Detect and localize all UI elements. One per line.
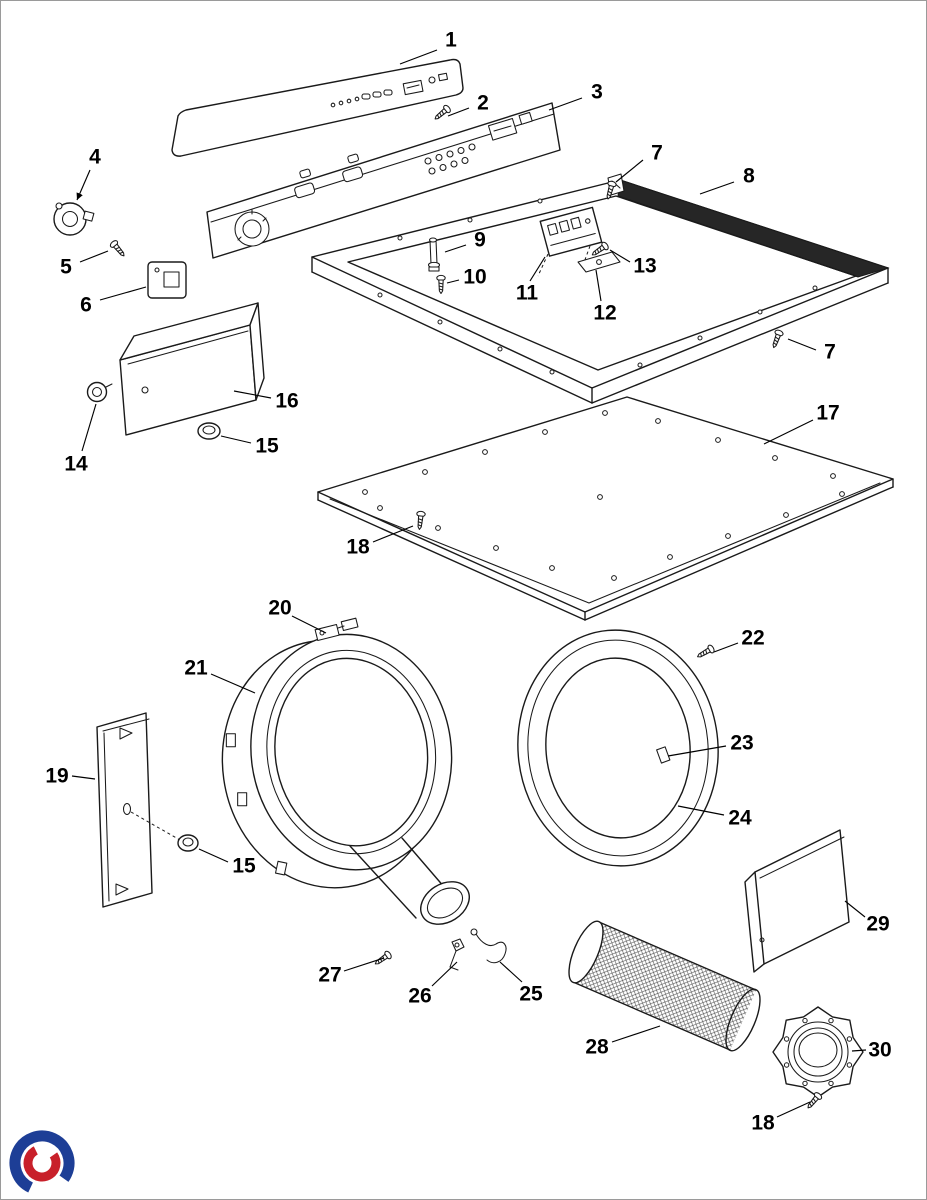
callout-14: 14 [64,453,88,476]
part-timer-knob [53,202,95,236]
callout-13: 13 [633,255,656,278]
part-drum-ring [517,629,719,867]
part-clamp [314,617,359,642]
part-heater-duct [568,920,761,1052]
callout-29: 29 [866,913,889,936]
callout-24: 24 [728,807,752,830]
leader-lines [71,49,867,1118]
part-screw-2 [431,103,453,123]
part-control-panel-overlay [171,58,464,157]
callout-27: 27 [318,964,341,987]
part-board-bracket [577,251,621,273]
callout-18b: 18 [751,1112,775,1135]
part-felt-seal-marker [656,746,671,764]
part-screw-5 [108,238,128,260]
callout-12: 12 [593,302,616,325]
callout-11: 11 [516,282,539,305]
part-control-board [537,206,603,277]
callout-25: 25 [519,983,543,1006]
callout-15: 15 [255,435,279,458]
callout-16: 16 [275,390,298,413]
callout-22: 22 [741,627,764,650]
part-screw-22 [694,643,716,661]
part-switch [147,261,187,299]
callout-7b: 7 [824,341,836,364]
part-rear-bracket [744,829,850,973]
part-cap-15a [197,422,221,440]
callout-21: 21 [184,657,208,680]
callout-7: 7 [651,142,663,165]
callout-3: 3 [591,81,603,104]
callout-30: 30 [868,1039,891,1062]
part-grommet [86,381,113,403]
part-side-bracket [96,712,181,908]
part-cap-15b [177,834,199,852]
part-heater-box [119,302,265,436]
callout-8: 8 [743,165,755,188]
callout-2: 2 [477,92,489,115]
callout-17: 17 [816,402,839,425]
brand-logo [6,1127,78,1199]
callout-5: 5 [60,256,72,279]
part-console [206,102,561,259]
part-screw-7b [769,328,785,350]
callout-15b: 15 [232,855,256,878]
logo-red-swirl [23,1144,61,1182]
part-chute-outlet [349,837,470,925]
callout-23: 23 [730,732,753,755]
callout-4: 4 [89,146,101,169]
part-standoff-post [427,237,441,272]
callout-19: 19 [45,765,68,788]
callout-18: 18 [346,536,370,559]
callout-20: 20 [268,597,291,620]
callout-6: 6 [80,294,92,317]
part-screw-18b [804,1090,824,1112]
part-thermostat-bracket [449,938,465,971]
callout-1: 1 [445,29,457,52]
callout-9: 9 [474,229,486,252]
part-front-panel-sheet [317,396,894,621]
callout-10: 10 [463,266,486,289]
callout-28: 28 [585,1036,609,1059]
callout-26: 26 [408,985,431,1008]
part-wire-harness [470,928,507,964]
part-front-bulkhead [221,633,453,889]
part-top-frame [311,179,890,404]
part-rear-seal-flange [772,1006,864,1098]
